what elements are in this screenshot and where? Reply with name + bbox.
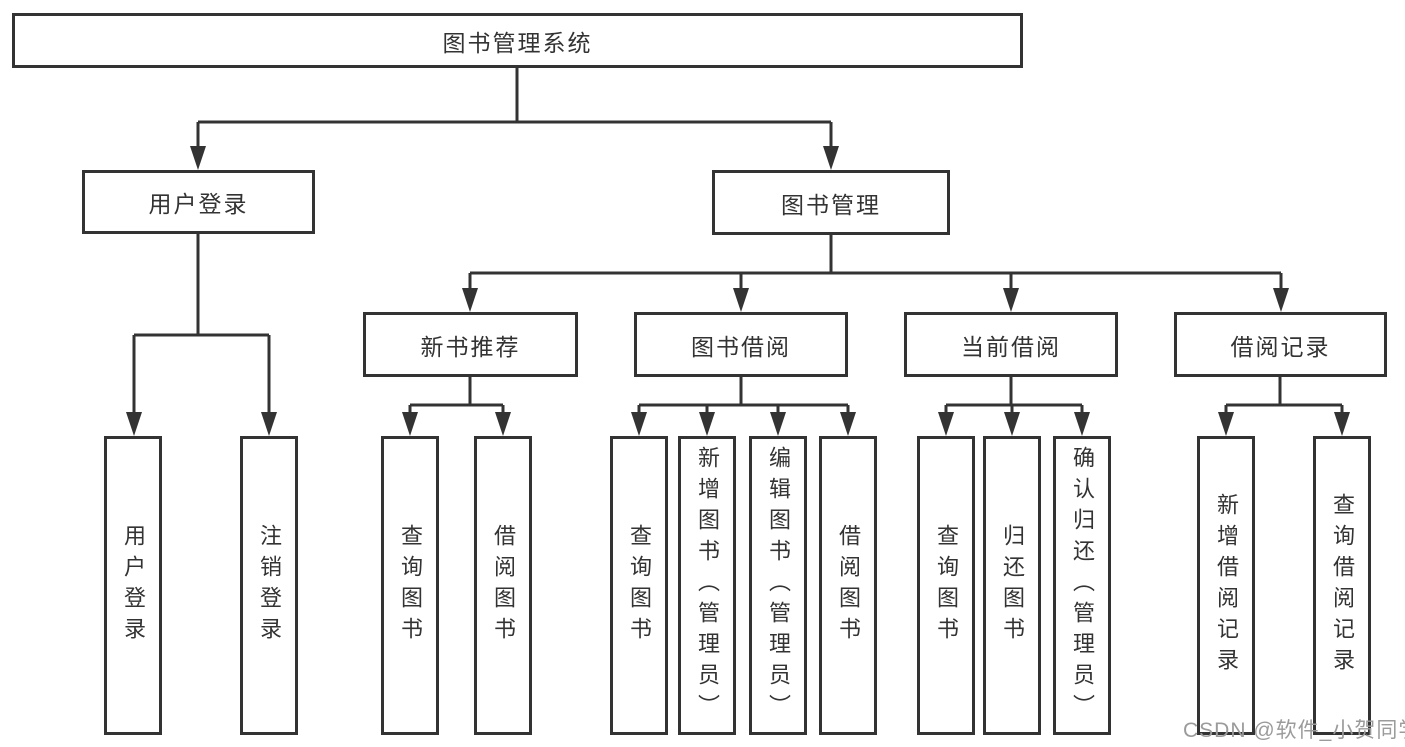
leaf-label: 确认归还（管理员） bbox=[1070, 446, 1095, 725]
leaf-logout: 注销登录 bbox=[240, 436, 298, 735]
connector-lines bbox=[132, 68, 1344, 418]
leaf-query-books-current: 查询图书 bbox=[917, 436, 975, 735]
leaf-query-borrow-record: 查询借阅记录 bbox=[1313, 436, 1371, 735]
node-current-borrowing: 当前借阅 bbox=[904, 312, 1118, 377]
node-book-borrowing: 图书借阅 bbox=[634, 312, 848, 377]
leaf-borrow-books-recommend: 借阅图书 bbox=[474, 436, 532, 735]
node-label: 新书推荐 bbox=[420, 333, 521, 360]
node-label: 图书管理 bbox=[781, 191, 881, 218]
leaf-label: 查询图书 bbox=[934, 523, 959, 648]
node-label: 当前借阅 bbox=[961, 333, 1061, 360]
leaf-borrow-books: 借阅图书 bbox=[819, 436, 877, 735]
connector-arrowheads bbox=[126, 146, 1350, 436]
csdn-watermark: CSDN @软件_小贺同学 bbox=[1183, 719, 1405, 742]
node-borrowing-records: 借阅记录 bbox=[1174, 312, 1387, 377]
node-label: 用户登录 bbox=[148, 191, 249, 217]
leaf-label: 查询借阅记录 bbox=[1330, 492, 1355, 679]
leaf-label: 查询图书 bbox=[627, 523, 652, 648]
node-user-login: 用户登录 bbox=[82, 170, 315, 234]
leaf-query-books-borrowing: 查询图书 bbox=[610, 436, 668, 735]
node-label: 借阅记录 bbox=[1230, 333, 1331, 360]
leaf-add-books-admin: 新增图书（管理员） bbox=[678, 436, 736, 735]
leaf-label: 新增图书（管理员） bbox=[695, 446, 720, 725]
leaf-label: 新增借阅记录 bbox=[1214, 492, 1239, 679]
leaf-user-login: 用户登录 bbox=[104, 436, 162, 735]
leaf-add-borrow-record: 新增借阅记录 bbox=[1197, 436, 1255, 735]
node-book-management: 图书管理 bbox=[712, 170, 950, 235]
leaf-edit-books-admin: 编辑图书（管理员） bbox=[749, 436, 807, 735]
leaf-confirm-return-admin: 确认归还（管理员） bbox=[1053, 436, 1111, 735]
leaf-label: 编辑图书（管理员） bbox=[766, 446, 791, 725]
leaf-label: 注销登录 bbox=[257, 523, 282, 648]
leaf-query-books-recommend: 查询图书 bbox=[381, 436, 439, 735]
leaf-label: 借阅图书 bbox=[491, 523, 516, 648]
leaf-label: 归还图书 bbox=[1000, 523, 1025, 648]
leaf-label: 用户登录 bbox=[121, 523, 146, 648]
leaf-label: 借阅图书 bbox=[836, 523, 861, 648]
node-new-book-recommendation: 新书推荐 bbox=[363, 312, 578, 377]
leaf-label: 查询图书 bbox=[398, 523, 423, 648]
node-library-management-system: 图书管理系统 bbox=[12, 13, 1023, 68]
node-label: 图书管理系统 bbox=[442, 29, 593, 56]
leaf-return-books: 归还图书 bbox=[983, 436, 1041, 735]
node-label: 图书借阅 bbox=[691, 333, 791, 360]
